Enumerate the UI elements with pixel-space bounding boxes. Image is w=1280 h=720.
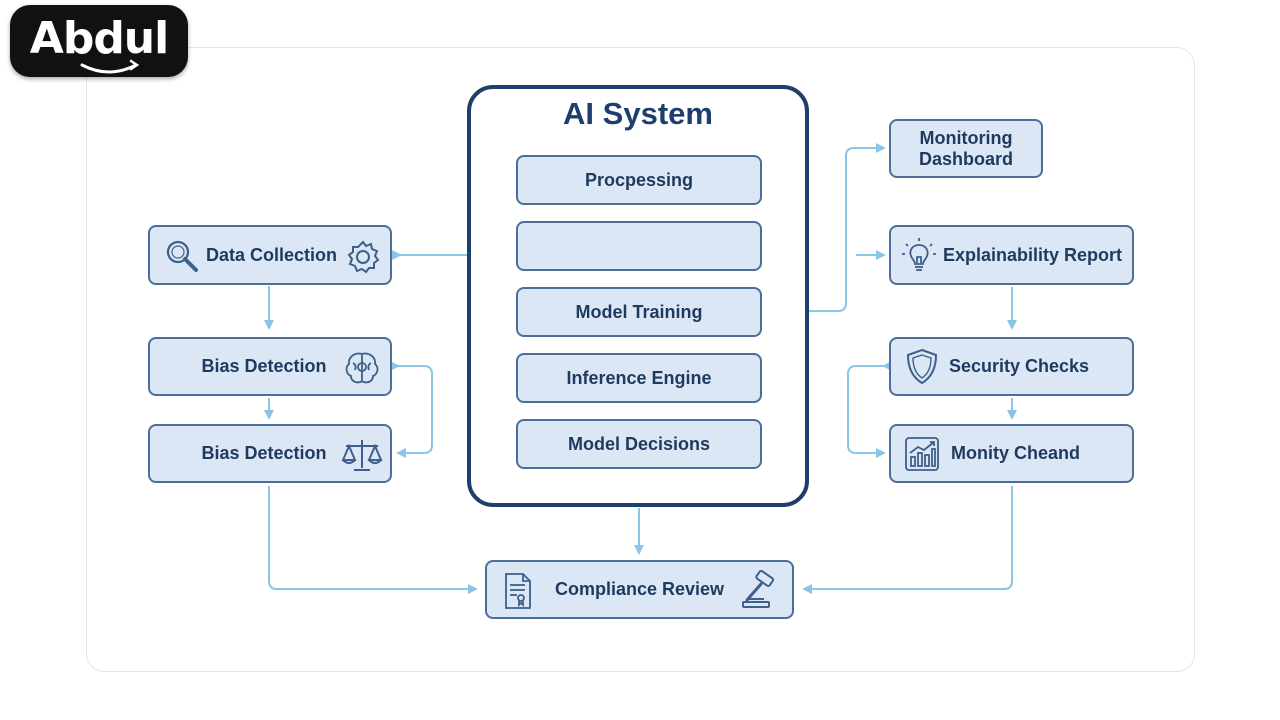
empty-step-node[interactable] — [516, 221, 762, 271]
arrow-bias-loop — [390, 361, 433, 458]
arrow-training-to-monitoring — [761, 143, 886, 316]
compliance-review-label: Compliance Review — [554, 579, 725, 599]
monity-cheand-label: Monity Cheand — [951, 443, 1080, 463]
ai-system-title: AI System — [563, 96, 713, 131]
arrow-bias-to-compliance — [268, 486, 478, 594]
model-training-node[interactable]: Model Training — [516, 287, 762, 337]
monitoring-label-line2: Dashboard — [918, 148, 1014, 169]
model-decisions-node[interactable]: Model Decisions — [516, 419, 762, 469]
arrow-security-loop — [847, 361, 892, 458]
data-collection-node[interactable]: Data Collection — [148, 225, 392, 285]
gavel-icon — [739, 570, 779, 610]
monity-cheand-node[interactable]: Monity Cheand — [889, 424, 1134, 483]
document-icon — [499, 571, 539, 611]
data-collection-label: Data Collection — [206, 244, 338, 265]
explainability-report-node[interactable]: Explainability Report — [889, 225, 1134, 285]
bias-detection-node-1[interactable]: Bias Detection — [148, 337, 392, 396]
magnifier-icon — [162, 236, 202, 276]
logo-smile — [80, 59, 140, 74]
inference-engine-label: Inference Engine — [566, 367, 712, 388]
processing-label: Procpessing — [584, 169, 694, 190]
logo-text: Abdul — [29, 12, 169, 64]
brain-icon — [342, 348, 382, 388]
arrow-monity-to-compliance — [802, 486, 1013, 594]
monitoring-label-line1: Monitoring — [919, 127, 1013, 148]
security-checks-node[interactable]: Security Checks — [889, 337, 1134, 396]
bias-detection-label-1: Bias Detection — [201, 356, 327, 376]
bias-detection-node-2[interactable]: Bias Detection — [148, 424, 392, 483]
inference-engine-node[interactable]: Inference Engine — [516, 353, 762, 403]
processing-node[interactable]: Procpessing — [516, 155, 762, 205]
bias-detection-label-2: Bias Detection — [201, 443, 327, 463]
scales-icon — [340, 435, 383, 475]
model-training-label: Model Training — [575, 301, 703, 322]
explainability-label: Explainability Report — [943, 244, 1123, 265]
monitoring-dashboard-node[interactable]: Monitoring Dashboard — [889, 119, 1043, 178]
security-checks-label: Security Checks — [949, 356, 1090, 376]
gear-icon — [344, 237, 384, 277]
lightbulb-icon — [899, 236, 939, 276]
logo: Abdul — [10, 5, 188, 77]
shield-icon — [903, 347, 943, 387]
model-decisions-label: Model Decisions — [567, 433, 711, 454]
compliance-review-node[interactable]: Compliance Review — [485, 560, 794, 619]
chart-icon — [903, 435, 943, 475]
